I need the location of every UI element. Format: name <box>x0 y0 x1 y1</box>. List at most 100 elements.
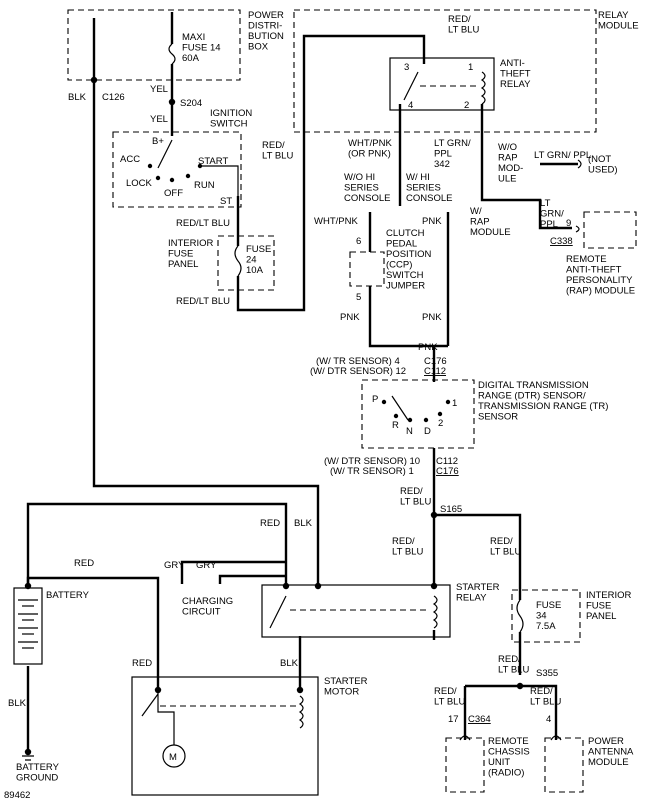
label-pnk-right: PNK <box>422 216 442 227</box>
ign-contact-run <box>185 173 191 179</box>
label-gear-d: D <box>424 426 431 437</box>
label-st: ST <box>220 196 232 207</box>
label-bplus: B+ <box>152 136 164 147</box>
wire-blk-main <box>92 18 320 588</box>
ign-contact-acc <box>147 163 153 169</box>
label-gry1: GRY <box>164 560 185 571</box>
battery-cells <box>18 599 38 649</box>
battery-symbol <box>13 587 43 665</box>
label-pin3: 3 <box>404 62 409 73</box>
label-pin4: 4 <box>408 100 413 111</box>
label-c176-bottom: C176 <box>436 466 459 477</box>
fuse24-symbol <box>234 245 242 277</box>
relay-coil-symbol <box>480 71 486 105</box>
label-blk-batt: BLK <box>8 698 27 709</box>
label-red-ltblu-s355: RED/LT BLU <box>498 654 529 676</box>
label-pin5: 5 <box>356 292 361 303</box>
label-w-tr-sensor-1: (W/ TR SENSOR) 1 <box>330 466 414 477</box>
label-gear-2: 2 <box>438 418 443 429</box>
label-gry2: GRY <box>196 560 217 571</box>
label-gear-1: 1 <box>452 398 457 409</box>
label-yel-top: YEL <box>150 84 168 95</box>
label-pin4b: 4 <box>546 714 551 725</box>
splice-relay-gnd <box>430 582 438 590</box>
starter-relay-coil <box>432 595 438 629</box>
label-w-dtr-sensor-10: (W/ DTR SENSOR) 10 <box>324 456 420 467</box>
ground-symbol <box>22 755 34 761</box>
starter-relay-box <box>261 584 451 638</box>
label-pnk-left-low: PNK <box>340 312 360 323</box>
ign-st-wire <box>200 165 239 196</box>
splice-relay-blk <box>314 582 322 590</box>
label-red-motor: RED <box>132 658 152 669</box>
label-red-ltblu-riser: RED/LT BLU <box>262 140 293 162</box>
label-red-ltblu-s165: RED/LT BLU <box>392 536 423 558</box>
label-blk-main: BLK <box>68 92 87 103</box>
splice-s204 <box>168 98 176 106</box>
wire-gry <box>180 560 286 584</box>
label-w-dtr-sensor-12: (W/ DTR SENSOR) 12 <box>310 366 406 377</box>
label-pin6: 6 <box>356 236 361 247</box>
label-lock: LOCK <box>126 178 153 189</box>
label-red-ltblu-top: RED/LT BLU <box>448 14 479 36</box>
dtr-r <box>393 413 399 419</box>
label-acc: ACC <box>120 154 140 165</box>
ccp-jumper-box <box>349 251 385 287</box>
wire-s165-right <box>434 513 522 600</box>
label-pin2: 2 <box>464 100 469 111</box>
label-yel-bottom: YEL <box>150 114 168 125</box>
label-c176-top: C176 <box>424 356 447 367</box>
connector-c338 <box>575 225 580 233</box>
label-battery: BATTERY <box>46 590 90 601</box>
label-pnk-mid: PNK <box>418 342 438 353</box>
wire-red-batt <box>26 576 160 690</box>
splice-ground <box>24 748 32 756</box>
label-start: START <box>198 156 228 167</box>
wire-ccp-left-2 <box>368 286 448 348</box>
dtr-n <box>407 417 413 423</box>
splice-s355 <box>516 682 524 690</box>
label-figure-id: 89462 <box>4 790 30 800</box>
motor-switch <box>141 693 159 717</box>
ign-contact-off <box>169 177 175 183</box>
dtr-d <box>423 417 429 423</box>
starter-motor-box <box>131 676 319 796</box>
label-c338: C338 <box>550 236 573 247</box>
dtr-2 <box>437 411 443 417</box>
label-blk-top: BLK <box>294 518 313 529</box>
wire-red-top <box>26 502 288 586</box>
rap-module-box <box>583 211 637 249</box>
wire-relay-out <box>480 104 572 230</box>
label-blk-motor: BLK <box>280 658 299 669</box>
label-gear-r: R <box>392 420 399 431</box>
label-pin1: 1 <box>468 62 473 73</box>
dtr-arm <box>391 395 409 421</box>
label-c364: C364 <box>468 714 491 725</box>
connector-4 <box>550 735 562 741</box>
antenna-module-box <box>544 737 584 793</box>
label-s165: S165 <box>440 504 462 515</box>
label-red-ltblu-4: RED/LT BLU <box>530 686 561 708</box>
dtr-sensor-box <box>361 379 475 449</box>
wire-s355 <box>465 684 558 740</box>
connector-not-used <box>577 159 582 169</box>
